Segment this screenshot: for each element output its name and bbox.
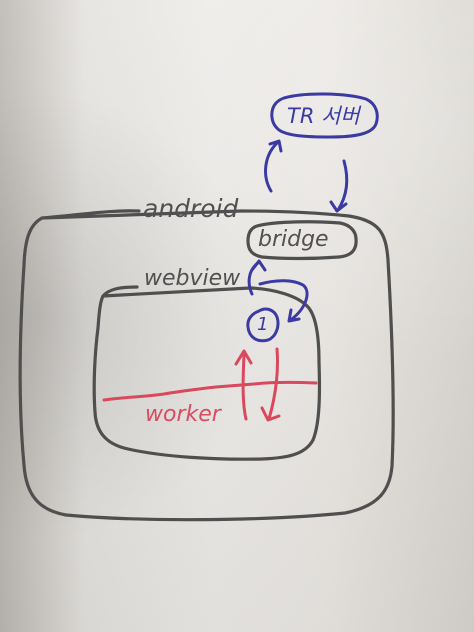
tr-server-label: TR 서버 — [287, 104, 362, 128]
bridge-to-step-arrow — [258, 279, 309, 323]
webview-label: webview — [144, 266, 241, 291]
bridge-to-tr-arrow — [264, 139, 283, 193]
tr-to-bridge-arrow — [329, 159, 349, 213]
android-box — [18, 209, 395, 522]
worker-label: worker — [145, 402, 223, 427]
android-label: android — [143, 194, 239, 223]
bridge-label: bridge — [258, 227, 329, 252]
step-circle — [246, 307, 280, 343]
worker-separator — [102, 380, 318, 402]
tr-server-box — [270, 92, 379, 139]
webview-box — [92, 285, 322, 461]
step-label: 1 — [257, 314, 268, 335]
webview-to-bridge-arrow — [247, 259, 267, 296]
worker-up-arrow — [234, 349, 253, 421]
bridge-box — [246, 220, 358, 261]
worker-down-arrow — [260, 347, 281, 422]
